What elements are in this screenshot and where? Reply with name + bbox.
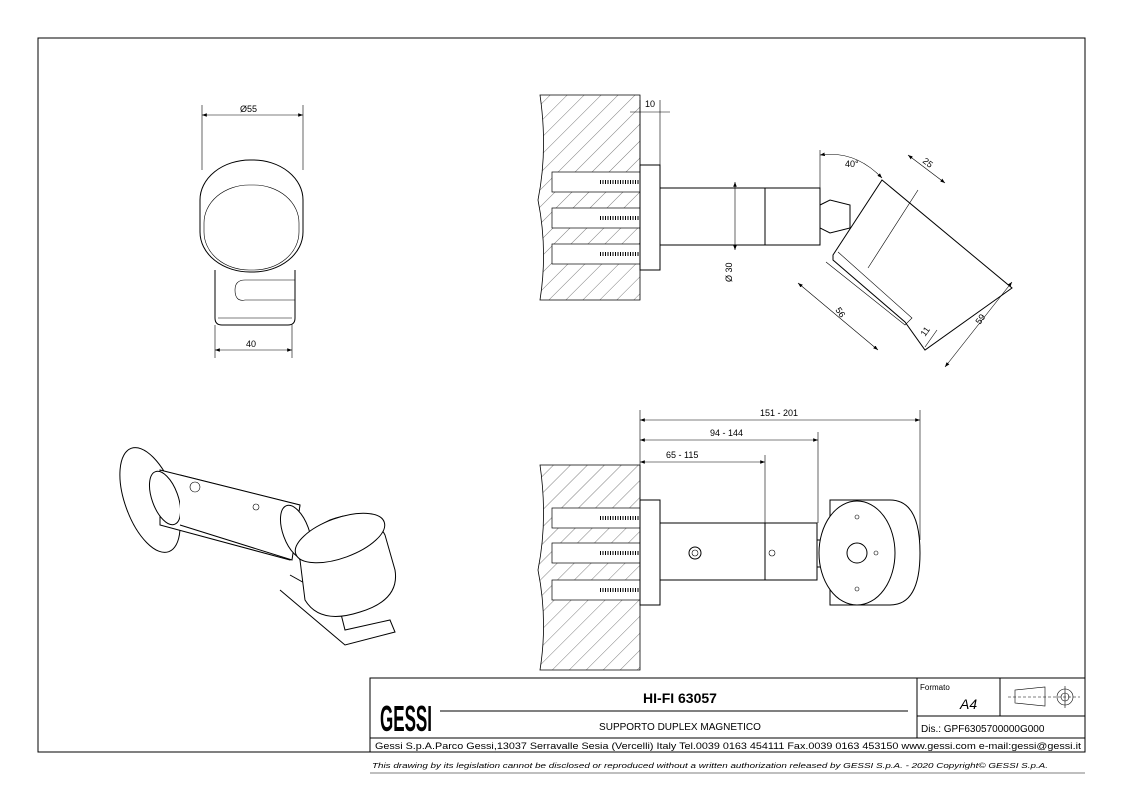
dim-total-length: 151 - 201	[760, 408, 798, 418]
dim-angle: 40°	[845, 159, 859, 169]
dim-head-length: 56	[833, 305, 847, 319]
front-view: Ø55 40	[199, 104, 304, 358]
gessi-logo: GESSI	[380, 698, 432, 739]
dim-front-diameter: Ø55	[240, 104, 257, 114]
side-view-extended: 151 - 201 94 - 144 65 - 115	[537, 408, 921, 671]
dim-short-length: 65 - 115	[666, 450, 698, 460]
format-value: A4	[959, 696, 977, 712]
dim-body-diameter: Ø 30	[724, 262, 734, 282]
dim-flange-thickness: 10	[645, 99, 655, 109]
dim-mid-length: 94 - 144	[710, 428, 743, 438]
projection-symbol-icon	[1008, 686, 1080, 708]
dim-head-depth: 25	[921, 156, 935, 170]
company-info: Gessi S.p.A.Parco Gessi,13037 Serravalle…	[375, 741, 1081, 751]
drawing-number: Dis.: GPF6305700000G000	[921, 724, 1045, 735]
side-view-angled: 10 Ø 30 40° 25 56 11 59	[537, 94, 1013, 368]
title-block: GESSI HI-FI 63057 SUPPORTO DUPLEX MAGNET…	[369, 677, 1086, 774]
isometric-view	[119, 447, 397, 646]
product-description: SUPPORTO DUPLEX MAGNETICO	[599, 722, 761, 733]
dim-front-width: 40	[246, 339, 256, 349]
wall-anchors	[551, 171, 641, 265]
copyright-notice: This drawing by its legislation cannot b…	[372, 761, 1048, 770]
dim-head-height: 59	[973, 312, 987, 326]
product-title: HI-FI 63057	[643, 690, 717, 706]
format-label: Formato	[920, 683, 950, 692]
